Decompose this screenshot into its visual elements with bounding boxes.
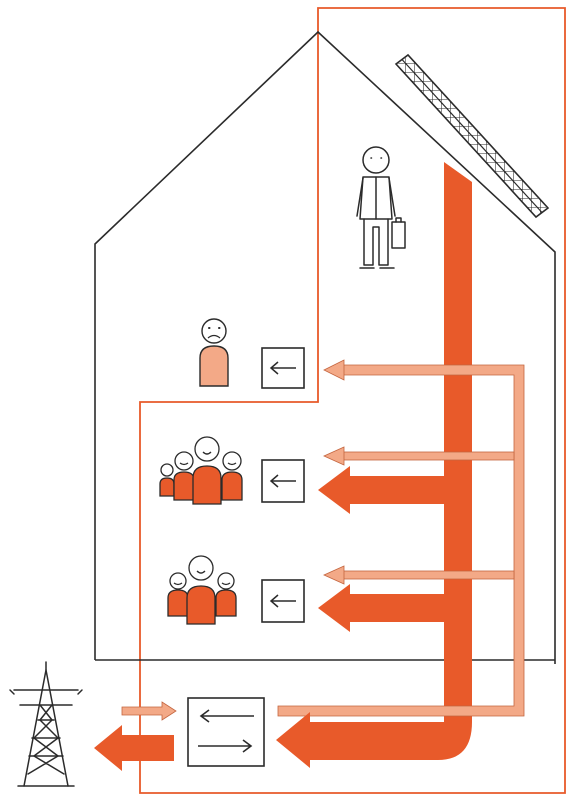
bidirectional-meter-icon xyxy=(188,698,264,766)
house-outline xyxy=(95,32,555,664)
sad-person-icon xyxy=(200,319,228,386)
power-pylon-icon xyxy=(10,662,82,786)
family-four-icon xyxy=(160,437,242,504)
family-three-icon xyxy=(168,556,236,624)
left-arrow-meter-icon xyxy=(262,460,304,502)
light-arrows xyxy=(324,360,344,584)
orange-frame xyxy=(140,8,565,793)
left-arrow-meter-icon xyxy=(262,348,304,388)
light-supply-line xyxy=(278,365,524,716)
left-arrow-meter-icon xyxy=(262,580,304,622)
businessman-icon xyxy=(357,147,405,268)
grid-arrows xyxy=(94,702,176,771)
